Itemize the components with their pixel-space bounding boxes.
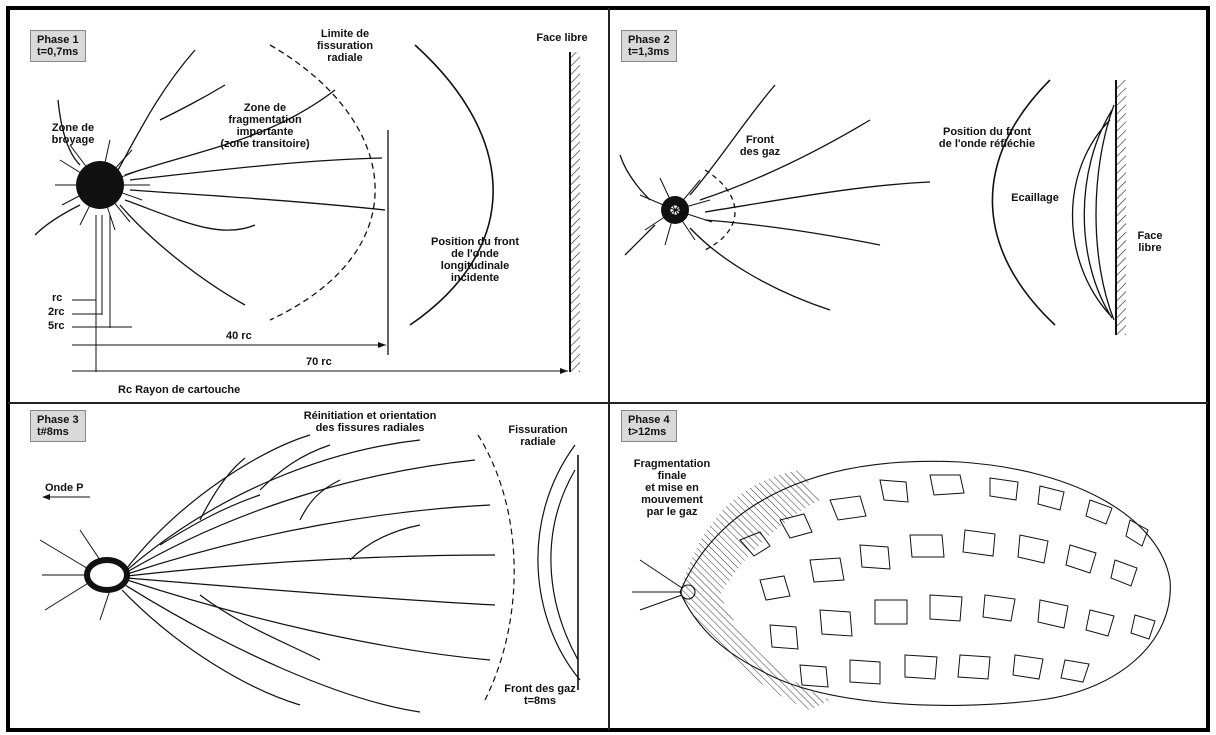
phase4-frag-line2: finale [612,470,732,482]
phase3-reinit-line1: Réinitiation et orientation [265,410,475,422]
phase1-drawing [35,45,580,374]
phase3-drawing [40,435,580,712]
phase3-gas-front-line2: t=8ms [488,695,592,707]
phase1-label-free-face: Face libre [522,32,602,44]
phase1-fissure-limit-line1: Limite de [290,28,400,40]
phase3-fissuring-line2: radiale [488,436,588,448]
phase3-face-fissure-1 [538,445,580,680]
phase3-face-fissure-2 [551,470,578,660]
phase3-crush-zone [87,560,127,590]
phase1-dim-40rc: 40 rc [226,330,252,342]
phase2-label-spalling: Ecaillage [1005,192,1065,204]
phase1-fissure-limit-arc [270,45,375,320]
phase3-crack-5 [127,555,495,576]
phase3-crack-8 [125,585,420,712]
phase3-label-onde-p: Onde P [45,482,84,494]
phase1-dim-70rc: 70 rc [306,356,332,368]
phase1-crack-8 [35,205,80,235]
phase1-free-face-hatch [571,52,580,372]
phase3-badge-time: t#8ms [37,426,79,438]
phase3-short-rays [40,530,110,620]
phase2-badge-time: t=1,3ms [628,46,670,58]
phase1-dim-5rc: 5rc [48,320,65,332]
phase2-free-face-hatch [1117,80,1126,335]
phase4-frag-line4: mouvement [612,494,732,506]
phase4-label-final-fragmentation: Fragmentation finale et mise en mouvemen… [612,458,732,518]
phase1-dim-2rc: 2rc [48,306,65,318]
phase2-crack-6 [620,155,650,200]
phase4-frag-line5: par le gaz [612,506,732,518]
phase1-label-wave-position: Position du front de l'onde longitudinal… [405,236,545,284]
phase4-badge-time: t>12ms [628,426,670,438]
phase3-label-gas-front: Front des gaz t=8ms [488,683,592,707]
phase2-gas-front-line2: des gaz [730,146,790,158]
phase2-badge: Phase 2 t=1,3ms [621,30,677,62]
phase1-wave-line3: longitudinale [405,260,545,272]
phase1-wave-line4: incidente [405,272,545,284]
phase4-badge-title: Phase 4 [628,414,670,426]
phase1-dim-rc: rc [52,292,62,304]
phase1-crack-7 [120,205,245,305]
phase1-badge-title: Phase 1 [37,34,79,46]
phase1-crush-zone-line1: Zone de [28,122,118,134]
phase3-crack-13 [200,595,320,660]
phase2-drawing [620,80,1126,335]
phase2-label-free-face: Face libre [1128,230,1172,254]
phase1-frag-zone-line1: Zone de [180,102,350,114]
phase4-frag-line1: Fragmentation [612,458,732,470]
phase2-spalling-2 [1084,110,1112,318]
phase2-free-face-line2: libre [1128,242,1172,254]
phase2-badge-title: Phase 2 [628,34,670,46]
phase1-fissure-limit-line3: radiale [290,52,400,64]
phase3-crack-4 [127,505,490,574]
phase2-crack-7 [625,225,655,255]
phase2-crack-5 [690,228,830,310]
phase3-crack-15 [350,525,420,560]
phase1-frag-zone-line4: (zone transitoire) [180,138,350,150]
phase1-label-fissure-limit: Limite de fissuration radiale [290,28,400,64]
phase2-label-reflected-wave: Position du front de l'onde réfléchie [912,126,1062,150]
phase2-reflected-line2: de l'onde réfléchie [912,138,1062,150]
phase1-crush-zone-line2: broyage [28,134,118,146]
phase3-crack-3 [127,460,475,572]
phase2-reflected-line1: Position du front [912,126,1062,138]
phase1-wave-line2: de l'onde [405,248,545,260]
phase3-gas-front-arc [478,435,514,700]
phase2-spalling-1 [1073,120,1111,315]
phase3-reinit-line2: des fissures radiales [265,422,475,434]
phase2-crack-4 [705,220,880,245]
phase1-frag-zone-line2: fragmentation [180,114,350,126]
phase3-badge: Phase 3 t#8ms [30,410,86,442]
phase1-label-crush-zone: Zone de broyage [28,122,118,146]
phase1-legend-rc: Rc Rayon de cartouche [118,384,240,396]
phase1-badge-time: t=0,7ms [37,46,79,58]
phase3-fissuring-line1: Fissuration [488,424,588,436]
phase1-crack-6 [125,200,255,230]
phase4-frag-line3: et mise en [612,482,732,494]
phase2-label-gas-front: Front des gaz [730,134,790,158]
phase2-free-face-line1: Face [1128,230,1172,242]
phase1-wave-line1: Position du front [405,236,545,248]
phase3-crack-9 [122,590,300,705]
phase4-badge: Phase 4 t>12ms [621,410,677,442]
phase3-label-radial-fissuring: Fissuration radiale [488,424,588,448]
phase2-gas-front-line1: Front [730,134,790,146]
phase3-crack-12 [260,445,330,490]
phase3-label-reinitiation: Réinitiation et orientation des fissures… [265,410,475,434]
phase1-fissure-limit-line2: fissuration [290,40,400,52]
phase1-crack-5 [130,190,385,210]
phase3-gas-front-line1: Front des gaz [488,683,592,695]
phase2-short-rays [640,178,712,245]
phase1-badge: Phase 1 t=0,7ms [30,30,86,62]
phase1-frag-zone-line3: importante [180,126,350,138]
phase3-crack-6 [127,578,495,605]
phase1-label-fragmentation-zone: Zone de fragmentation importante (zone t… [180,102,350,150]
phase3-badge-title: Phase 3 [37,414,79,426]
